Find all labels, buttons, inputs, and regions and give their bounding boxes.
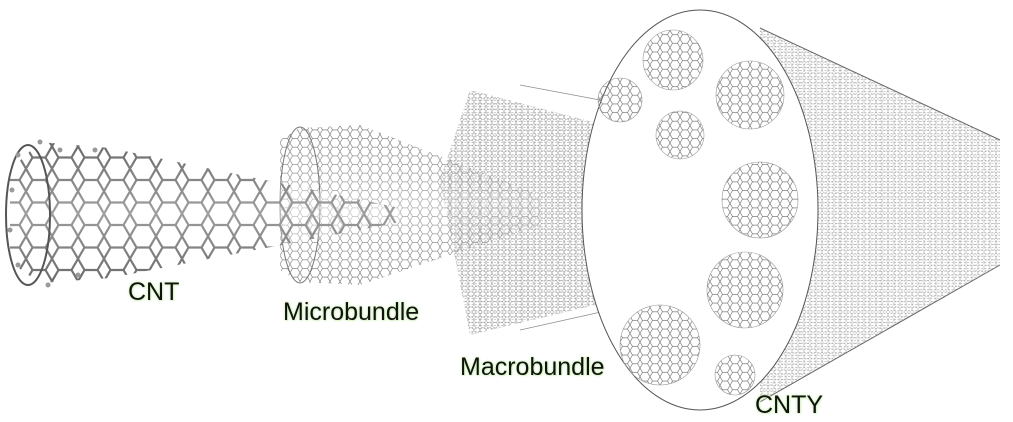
label-cnt: CNT	[128, 280, 179, 305]
cnty-cross-section	[582, 10, 818, 410]
label-cnty: CNTY	[755, 393, 823, 418]
label-macrobundle: Macrobundle	[460, 355, 605, 380]
label-microbundle: Microbundle	[283, 300, 419, 325]
